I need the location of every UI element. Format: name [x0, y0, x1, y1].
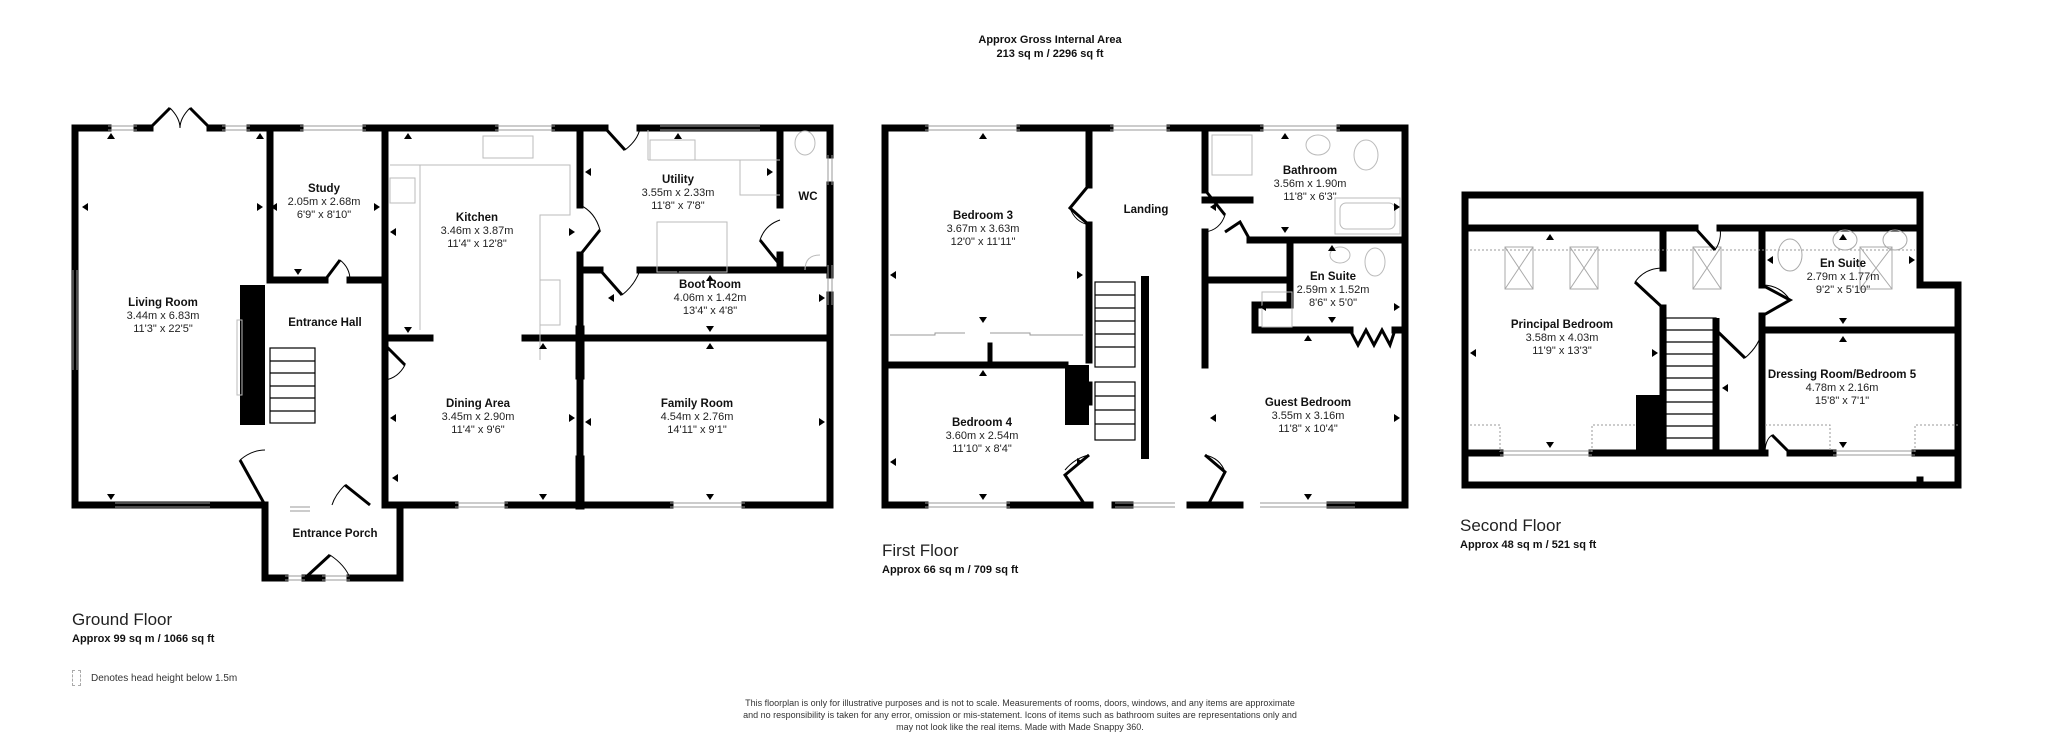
room-imperial: 13'4" x 4'8": [682, 305, 738, 317]
room-en-suite-first: En Suite 2.59m x 1.52m 8'6" x 5'0": [1297, 271, 1370, 310]
room-metric: 3.55m x 2.33m: [641, 187, 715, 199]
room-imperial: 12'0" x 11'11": [950, 236, 1016, 248]
room-name: WC: [798, 191, 818, 203]
room-metric: 3.44m x 6.83m: [126, 310, 200, 322]
ground-floor-caption: Ground Floor Approx 99 sq m / 1066 sq ft: [72, 610, 214, 645]
room-entrance-porch: Entrance Porch: [293, 528, 378, 541]
room-name: Boot Room: [679, 279, 741, 291]
room-imperial: 11'8" x 6'3": [1283, 191, 1337, 203]
room-bedroom-4: Bedroom 4 3.60m x 2.54m 11'10" x 8'4": [946, 417, 1019, 456]
room-imperial: 14'11" x 9'1": [667, 424, 727, 436]
room-name: Dressing Room/Bedroom 5: [1767, 369, 1917, 381]
floor-area: Approx 99 sq m / 1066 sq ft: [72, 633, 215, 645]
floor-area: Approx 66 sq m / 709 sq ft: [882, 564, 1019, 576]
disclaimer-line: This floorplan is only for illustrative …: [745, 698, 1295, 708]
room-imperial: 11'9" x 13'3": [1532, 345, 1592, 357]
ground-floor-plan: [71, 106, 834, 582]
room-metric: 3.46m x 3.87m: [440, 225, 514, 237]
disclaimer: This floorplan is only for illustrative …: [690, 697, 1350, 733]
room-study: Study 2.05m x 2.68m 6'9" x 8'10": [288, 183, 361, 222]
room-name: Guest Bedroom: [1264, 397, 1352, 409]
room-dining-area: Dining Area 3.45m x 2.90m 11'4" x 9'6": [442, 398, 515, 437]
room-imperial: 8'6" x 5'0": [1308, 297, 1358, 309]
floor-title: Second Floor: [1460, 516, 1562, 535]
room-bathroom: Bathroom 3.56m x 1.90m 11'8" x 6'3": [1274, 165, 1347, 204]
room-name: Study: [308, 183, 340, 195]
room-entrance-hall: Entrance Hall: [288, 317, 362, 330]
room-imperial: 11'4" x 9'6": [451, 424, 505, 436]
room-bedroom-3: Bedroom 3 3.67m x 3.63m 12'0" x 11'11": [947, 210, 1020, 249]
room-metric: 2.59m x 1.52m: [1296, 284, 1370, 296]
room-name: Bathroom: [1282, 165, 1338, 177]
room-dressing-room-bedroom-5: Dressing Room/Bedroom 5 4.78m x 2.16m 15…: [1768, 369, 1916, 408]
head-height-swatch-icon: [72, 670, 81, 686]
room-landing: Landing: [1124, 204, 1169, 217]
room-name: Living Room: [128, 297, 198, 309]
gia-total: 213 sq m / 2296 sq ft: [996, 48, 1104, 60]
first-floor-caption: First Floor Approx 66 sq m / 709 sq ft: [882, 541, 1018, 576]
room-name: Utility: [662, 174, 694, 186]
second-floor-plan: [1461, 191, 1962, 489]
room-principal-bedroom: Principal Bedroom 3.58m x 4.03m 11'9" x …: [1511, 319, 1613, 358]
room-name: En Suite: [1819, 258, 1867, 270]
floor-area: Approx 48 sq m / 521 sq ft: [1460, 539, 1597, 551]
room-living-room: Living Room 3.44m x 6.83m 11'3" x 22'5": [127, 297, 200, 336]
gia-title: Approx Gross Internal Area: [978, 34, 1122, 46]
room-name: Bedroom 3: [952, 210, 1014, 222]
room-name: Entrance Porch: [292, 528, 378, 540]
room-name: Bedroom 4: [951, 417, 1013, 429]
disclaimer-line: and no responsibility is taken for any e…: [743, 710, 1297, 720]
room-imperial: 11'10" x 8'4": [952, 443, 1012, 455]
room-metric: 3.45m x 2.90m: [441, 411, 515, 423]
disclaimer-line: may not look like the real items. Made w…: [896, 722, 1144, 732]
room-wc: WC: [798, 191, 817, 204]
room-name: Kitchen: [455, 212, 499, 224]
room-utility: Utility 3.55m x 2.33m 11'8" x 7'8": [642, 174, 715, 213]
floor-title: First Floor: [882, 541, 959, 560]
room-name: Principal Bedroom: [1510, 319, 1614, 331]
room-imperial: 11'4" x 12'8": [447, 238, 507, 250]
room-metric: 4.06m x 1.42m: [673, 292, 747, 304]
room-guest-bedroom: Guest Bedroom 3.55m x 3.16m 11'8" x 10'4…: [1265, 397, 1351, 436]
floor-title: Ground Floor: [72, 610, 173, 629]
room-metric: 3.55m x 3.16m: [1271, 410, 1345, 422]
room-metric: 3.67m x 3.63m: [946, 223, 1020, 235]
legend: Denotes head height below 1.5m: [72, 670, 237, 686]
room-metric: 3.58m x 4.03m: [1525, 332, 1599, 344]
room-name: Dining Area: [445, 398, 511, 410]
room-family-room: Family Room 4.54m x 2.76m 14'11" x 9'1": [661, 398, 734, 437]
room-name: Family Room: [660, 398, 734, 410]
room-metric: 4.54m x 2.76m: [660, 411, 734, 423]
first-floor-plan: [881, 124, 1409, 509]
room-kitchen: Kitchen 3.46m x 3.87m 11'4" x 12'8": [441, 212, 514, 251]
room-metric: 4.78m x 2.16m: [1805, 382, 1879, 394]
room-metric: 2.05m x 2.68m: [287, 196, 361, 208]
room-metric: 3.60m x 2.54m: [945, 430, 1019, 442]
room-imperial: 11'8" x 7'8": [651, 200, 705, 212]
room-imperial: 9'2" x 5'10": [1815, 284, 1871, 296]
gross-internal-area: Approx Gross Internal Area 213 sq m / 22…: [900, 33, 1200, 61]
second-floor-caption: Second Floor Approx 48 sq m / 521 sq ft: [1460, 516, 1596, 551]
room-metric: 2.79m x 1.77m: [1806, 271, 1880, 283]
room-imperial: 11'3" x 22'5": [133, 323, 193, 335]
legend-text: Denotes head height below 1.5m: [91, 672, 238, 684]
room-metric: 3.56m x 1.90m: [1273, 178, 1347, 190]
room-imperial: 15'8" x 7'1": [1814, 395, 1870, 407]
room-boot-room: Boot Room 4.06m x 1.42m 13'4" x 4'8": [674, 279, 747, 318]
room-imperial: 6'9" x 8'10": [296, 209, 352, 221]
room-name: Entrance Hall: [288, 317, 362, 329]
room-name: En Suite: [1309, 271, 1357, 283]
room-name: Landing: [1123, 204, 1169, 216]
room-imperial: 11'8" x 10'4": [1278, 423, 1338, 435]
room-en-suite-second: En Suite 2.79m x 1.77m 9'2" x 5'10": [1807, 258, 1880, 297]
